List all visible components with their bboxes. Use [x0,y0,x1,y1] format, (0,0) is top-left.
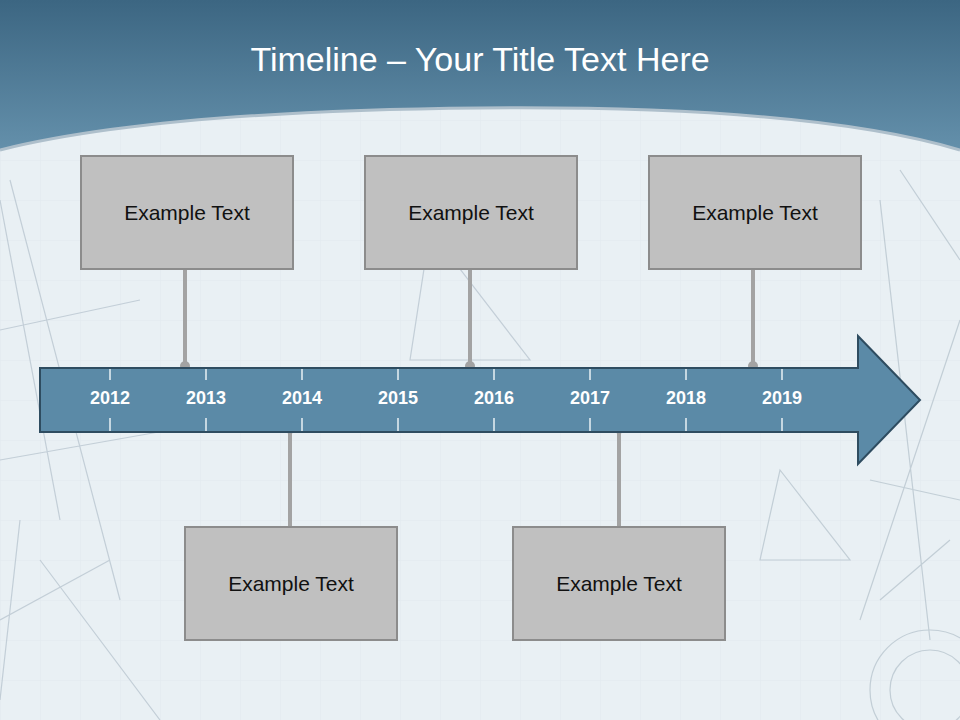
year-label: 2016 [474,388,514,409]
box-text: Example Text [114,201,260,225]
year-label: 2017 [570,388,610,409]
box-text: Example Text [398,201,544,225]
year-label: 2019 [762,388,802,409]
timeline-box: Example Text [364,155,578,270]
slide-title: Timeline – Your Title Text Here [0,40,960,79]
year-label: 2012 [90,388,130,409]
year-label: 2015 [378,388,418,409]
year-label: 2014 [282,388,322,409]
timeline-box: Example Text [184,526,398,641]
timeline-box: Example Text [512,526,726,641]
year-label: 2018 [666,388,706,409]
timeline-box: Example Text [648,155,862,270]
timeline-box: Example Text [80,155,294,270]
year-label: 2013 [186,388,226,409]
box-text: Example Text [218,572,364,596]
box-text: Example Text [682,201,828,225]
box-text: Example Text [546,572,692,596]
